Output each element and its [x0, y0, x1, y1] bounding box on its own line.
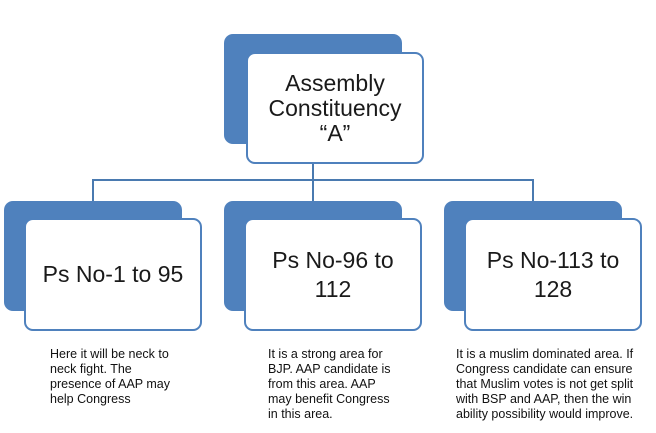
connector-child-1	[92, 179, 94, 201]
root-node: Assembly Constituency “A”	[246, 52, 424, 164]
child-node-1: Ps No-1 to 95	[24, 218, 202, 331]
connector-root-down	[312, 164, 314, 180]
child-node-3-note: It is a muslim dominated area. If Congre…	[456, 347, 634, 421]
connector-child-2	[312, 179, 314, 201]
child-node-1-label: Ps No-1 to 95	[42, 261, 184, 287]
child-node-3-label: Ps No-113 to 128	[486, 246, 620, 302]
child-node-2-note: It is a strong area for BJP. AAP candida…	[268, 347, 391, 421]
child-node-1-note: Here it will be neck to neck fight. The …	[50, 347, 170, 406]
root-node-label: Assembly Constituency “A”	[268, 69, 402, 146]
child-node-3: Ps No-113 to 128	[464, 218, 642, 331]
connector-child-3	[532, 179, 534, 201]
child-node-2: Ps No-96 to 112	[244, 218, 422, 331]
child-node-2-label: Ps No-96 to 112	[272, 246, 394, 302]
